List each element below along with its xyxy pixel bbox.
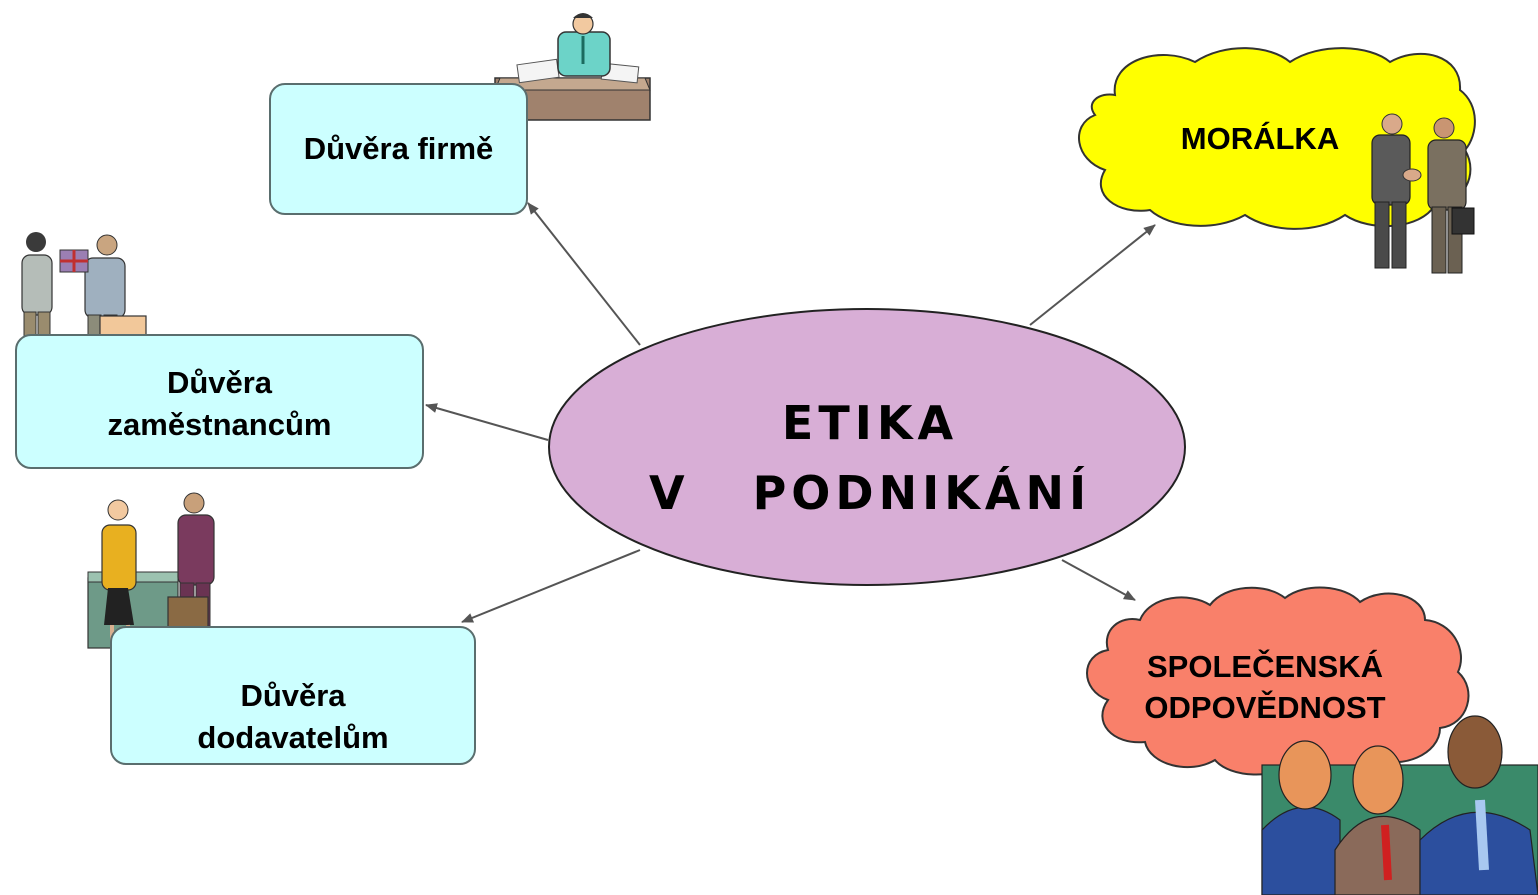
social-responsibility-label: SPOLEČENSKÁ ODPOVĚDNOST xyxy=(1100,646,1430,728)
arrow-to-trust-firm xyxy=(527,202,641,346)
arrow-to-trust-suppliers xyxy=(461,549,641,623)
center-title-line2: V PODNIKÁNÍ xyxy=(648,466,1092,520)
social-responsibility-line2: ODPOVĚDNOST xyxy=(1144,690,1386,725)
three-men-illustration xyxy=(1261,715,1538,895)
arrow-to-social-responsibility xyxy=(1061,559,1136,601)
social-responsibility-line1: SPOLEČENSKÁ xyxy=(1147,649,1383,684)
node-trust-employees-line1: Důvěra xyxy=(166,364,273,400)
morality-label-text: MORÁLKA xyxy=(1180,121,1340,156)
supplier-meeting-illustration xyxy=(87,492,215,669)
node-trust-firm-label: Důvěra firmě xyxy=(303,131,494,166)
node-trust-suppliers: Důvěra dodavatelům xyxy=(110,626,476,765)
center-title: ETIKA V PODNIKÁNÍ xyxy=(580,388,1160,528)
handshake-illustration xyxy=(1371,113,1475,274)
morality-label: MORÁLKA xyxy=(1140,118,1380,159)
arrow-to-morality xyxy=(1029,224,1156,326)
center-ellipse xyxy=(548,308,1186,586)
social-cloud xyxy=(1086,586,1470,776)
node-trust-employees: Důvěra zaměstnancům xyxy=(15,334,424,469)
node-trust-suppliers-line1: Důvěra xyxy=(240,677,346,713)
node-trust-firm: Důvěra firmě xyxy=(269,83,528,215)
node-trust-suppliers-line2: dodavatelům xyxy=(197,719,389,755)
arrow-to-trust-employees xyxy=(425,403,549,441)
node-trust-employees-line2: zaměstnancům xyxy=(107,406,332,442)
center-title-line1: ETIKA xyxy=(781,396,959,450)
